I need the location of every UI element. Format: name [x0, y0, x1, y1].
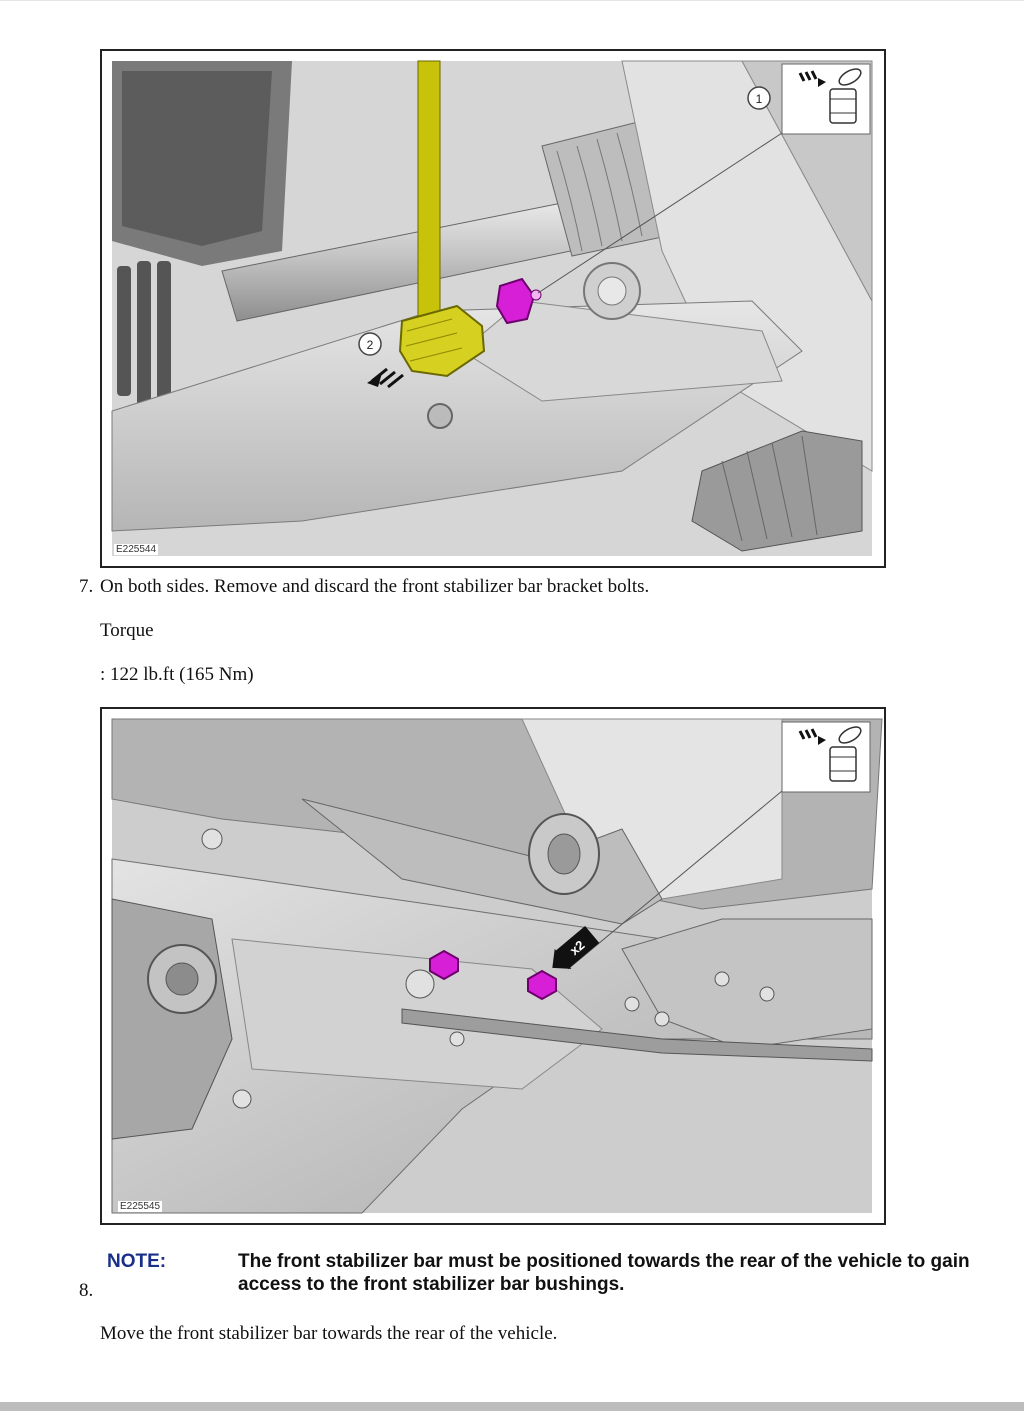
torque-value: : 122 lb.ft (165 Nm) — [100, 664, 254, 685]
figure-bracket-bolts: x2 E225545 — [100, 707, 886, 1225]
discard-bin-icon — [781, 721, 871, 793]
note-label: NOTE: — [107, 1251, 167, 1272]
illustration-link: 1 2 — [111, 60, 873, 556]
step-8-text: Move the front stabilizer bar towards th… — [100, 1323, 558, 1344]
step-7-text: On both sides. Remove and discard the fr… — [100, 576, 650, 597]
step-7-number: 7. — [79, 576, 94, 597]
page-top-rule — [0, 0, 1024, 1]
note-text: The front stabilizer bar must be positio… — [238, 1251, 970, 1295]
page-bottom-bar — [0, 1402, 1024, 1411]
callout-2-label: 2 — [367, 338, 374, 352]
step-8-number: 8. — [79, 1280, 94, 1301]
callout-1-label: 1 — [756, 92, 763, 106]
torque-label: Torque — [100, 620, 154, 641]
figure-stabilizer-link: 1 2 E225544 — [100, 49, 886, 568]
illustration-bracket: x2 — [111, 718, 883, 1214]
arrow-icon — [367, 367, 404, 389]
figure-id: E225545 — [118, 1201, 163, 1212]
figure-id: E225544 — [114, 544, 159, 555]
discard-bin-icon — [781, 63, 871, 135]
